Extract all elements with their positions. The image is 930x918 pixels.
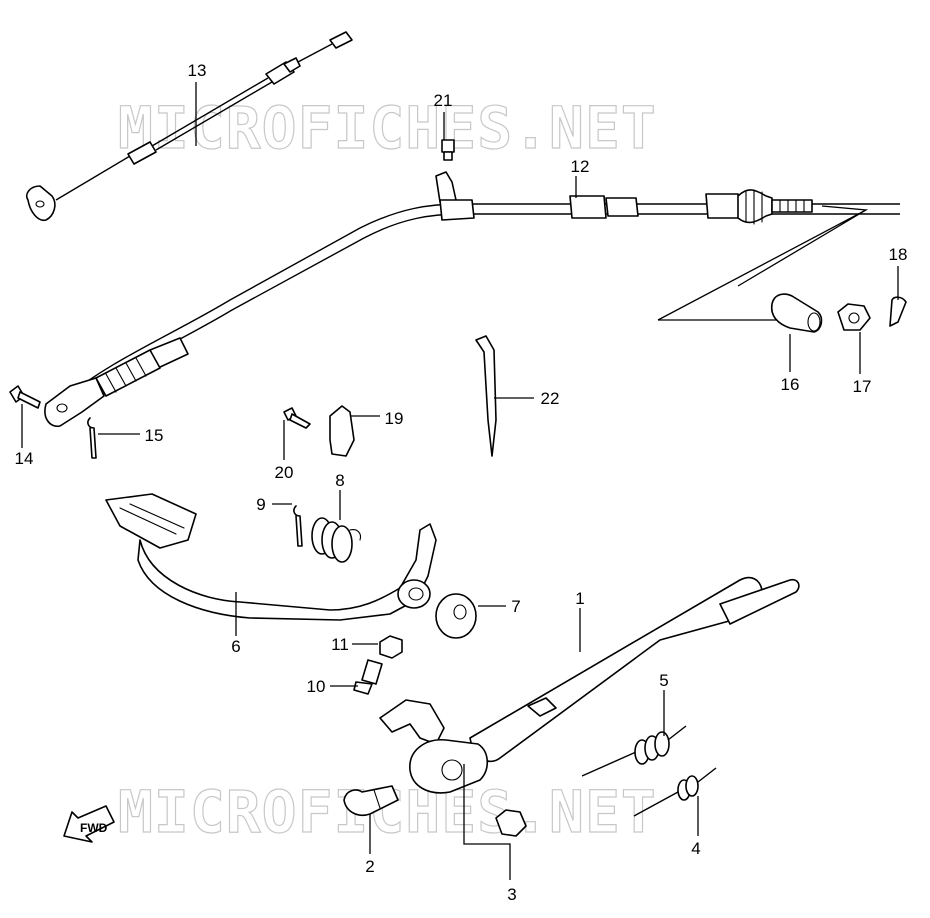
- fwd-label: FWD: [80, 821, 108, 835]
- part-16-sleeve: [770, 293, 823, 333]
- part-22-tie: [475, 335, 497, 457]
- callout-15: 15: [145, 426, 164, 445]
- part-6-pedal: [105, 493, 437, 621]
- part-12-cable: [44, 171, 900, 428]
- callout-8: 8: [335, 471, 344, 490]
- callout-17: 17: [853, 377, 872, 396]
- callout-5: 5: [659, 671, 668, 690]
- part-9-pin: [293, 505, 303, 547]
- part-20-bolt: [283, 407, 311, 429]
- part-18-clip: [889, 296, 907, 327]
- fwd-arrow-icon: FWD: [63, 805, 115, 843]
- leader-frame-lines: [657, 205, 869, 321]
- callout-13: 13: [188, 61, 207, 80]
- part-4-spring: [633, 767, 717, 817]
- part-7-washer: [435, 593, 477, 639]
- callout-20: 20: [275, 463, 294, 482]
- part-1-stand: [379, 576, 800, 794]
- callout-12: 12: [571, 157, 590, 176]
- callout-21: 21: [434, 91, 453, 110]
- callout-1: 1: [575, 589, 584, 608]
- part-5-spring: [581, 725, 687, 777]
- part-14-bolt: [9, 385, 41, 409]
- part-8-spring: [311, 517, 362, 563]
- callout-18: 18: [889, 245, 908, 264]
- part-13-cable: [25, 31, 353, 222]
- callouts: 1 2 3 4 5 6 7 8 9 10 11 12 13 14 15 16 1…: [15, 61, 908, 904]
- callout-9: 9: [256, 495, 265, 514]
- callout-6: 6: [231, 637, 240, 656]
- callout-4: 4: [691, 839, 700, 858]
- part-3-nut: [495, 809, 527, 837]
- callout-19: 19: [385, 409, 404, 428]
- part-11-nut: [379, 635, 403, 659]
- leader-lines: [21, 82, 899, 880]
- part-19-bracket: [329, 405, 355, 457]
- part-15-pin: [87, 417, 97, 459]
- watermark-top: MICROFICHES.NET: [118, 94, 657, 162]
- callout-16: 16: [781, 375, 800, 394]
- part-10-bolt: [353, 659, 383, 695]
- part-17-nut: [837, 303, 871, 331]
- callout-14: 14: [15, 449, 34, 468]
- callout-7: 7: [511, 597, 520, 616]
- part-2-bolt: [343, 785, 399, 816]
- part-21-bolt: [441, 139, 455, 161]
- callout-22: 22: [541, 389, 560, 408]
- callout-11: 11: [331, 635, 349, 654]
- callout-2: 2: [365, 857, 374, 876]
- callout-3: 3: [507, 885, 516, 904]
- callout-10: 10: [307, 677, 326, 696]
